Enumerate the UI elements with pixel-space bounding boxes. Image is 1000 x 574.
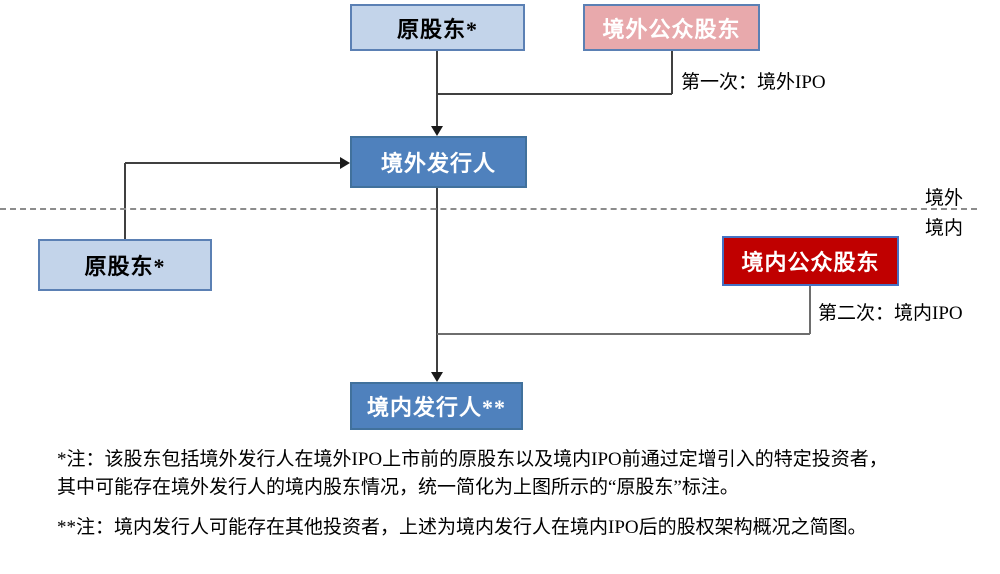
region-label-domestic: 境内 [925,218,964,239]
node-offshore-public-shareholders: 境外公众股东 [583,4,760,51]
node-label: 境外公众股东 [602,16,741,42]
node-label: 原股东* [396,16,478,42]
node-original-shareholder-top: 原股东* [350,4,525,51]
connector-domestic-public-vertical [809,286,811,334]
node-original-shareholder-left: 原股东* [38,239,212,291]
region-label-offshore: 境外 [925,188,964,209]
arrow-down-icon [431,126,443,136]
edge-label-second-ipo: 第二次：境内IPO [818,303,963,324]
node-offshore-issuer: 境外发行人 [350,136,527,188]
footnote-1-line-2: 其中可能存在境外发行人的境内股东情况，统一简化为上图所示的“原股东”标注。 [57,477,739,498]
edge-label-first-ipo: 第一次：境外IPO [681,72,826,93]
connector-offshore-issuer-to-domestic-issuer [436,188,438,372]
connector-domestic-public-horizontal [437,333,810,335]
node-domestic-issuer: 境内发行人** [350,382,523,430]
node-label: 境外发行人 [380,151,496,176]
node-label: 原股东* [84,254,166,279]
connector-offshore-public-vertical [671,51,673,94]
connector-top-shareholder-to-offshore-issuer [436,51,438,127]
footnote-1-line-1: *注：该股东包括境外发行人在境外IPO上市前的原股东以及境内IPO前通过定增引入… [57,449,888,470]
node-domestic-public-shareholders: 境内公众股东 [722,236,899,286]
connector-left-shareholder-horizontal [125,162,340,164]
connector-left-shareholder-vertical [124,163,126,239]
node-label: 境内公众股东 [741,250,880,275]
arrow-right-icon [340,157,350,169]
offshore-domestic-divider [0,208,977,210]
footnote-1: *注：该股东包括境外发行人在境外IPO上市前的原股东以及境内IPO前通过定增引入… [57,446,888,502]
arrow-down-icon [431,372,443,382]
node-label: 境内发行人** [366,395,506,420]
footnote-2: **注：境内发行人可能存在其他投资者，上述为境内发行人在境内IPO后的股权架构概… [57,517,867,538]
connector-offshore-public-horizontal [437,93,672,95]
